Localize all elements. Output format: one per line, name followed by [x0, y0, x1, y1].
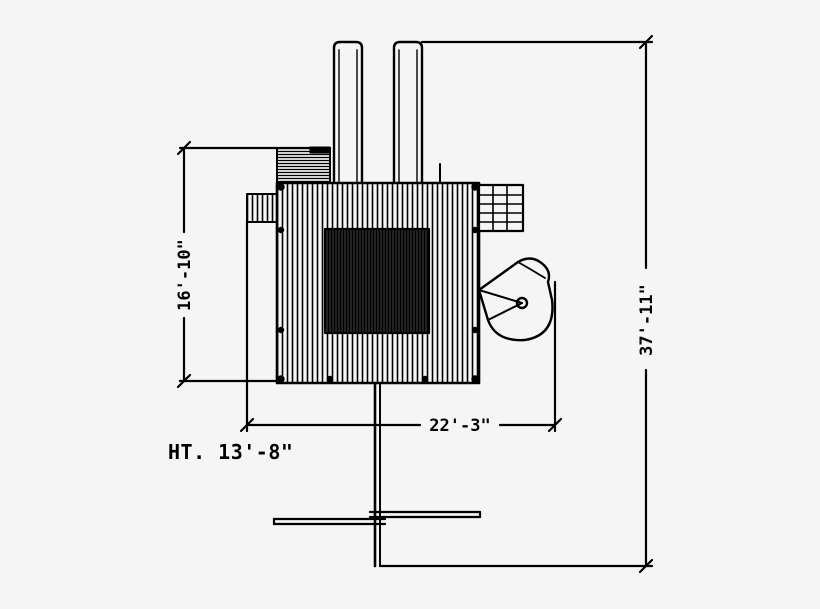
length-dimension-label: 37'-11"	[637, 284, 657, 356]
width-dimension-label: 22'-3"	[429, 416, 490, 436]
spinner-tube	[477, 257, 554, 342]
side-step	[246, 193, 278, 223]
main-deck	[275, 181, 481, 385]
ladder	[477, 183, 525, 233]
height-label: HT. 13'-8"	[168, 440, 294, 464]
dimension-depth	[176, 140, 332, 389]
roof-panel	[276, 146, 331, 185]
dimension-length	[378, 34, 654, 574]
slide-left	[332, 40, 364, 185]
slide-right	[392, 40, 424, 185]
center-panel	[323, 227, 431, 335]
dimension-width	[239, 220, 563, 433]
swing-beam	[272, 381, 482, 568]
depth-dimension-label: 16'-10"	[175, 239, 195, 311]
